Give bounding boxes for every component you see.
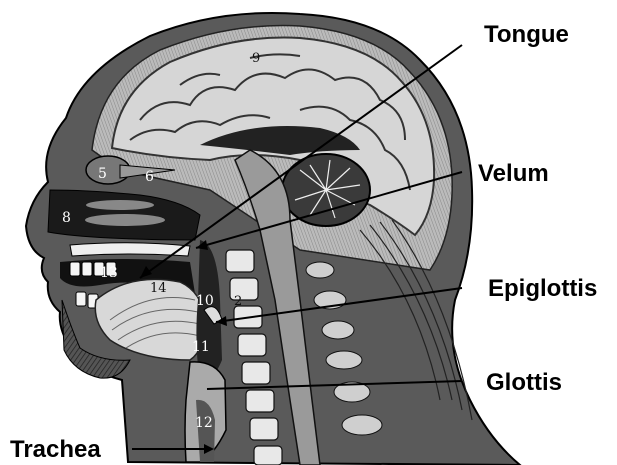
label-trachea: Trachea <box>10 436 101 463</box>
marker-12: 12 <box>195 415 213 431</box>
marker-8: 8 <box>62 210 71 226</box>
label-velum: Velum <box>478 160 549 187</box>
label-tongue: Tongue <box>484 21 569 48</box>
marker-10: 10 <box>196 293 214 309</box>
label-glottis: Glottis <box>486 369 562 396</box>
marker-6: 6 <box>145 169 154 185</box>
marker-9: 9 <box>252 51 260 66</box>
marker-11: 11 <box>192 339 210 355</box>
marker-14: 14 <box>150 281 167 296</box>
marker-5: 5 <box>98 166 107 182</box>
marker-2: 2 <box>234 294 242 309</box>
marker-13: 13 <box>100 265 118 281</box>
label-epiglottis: Epiglottis <box>488 275 597 302</box>
